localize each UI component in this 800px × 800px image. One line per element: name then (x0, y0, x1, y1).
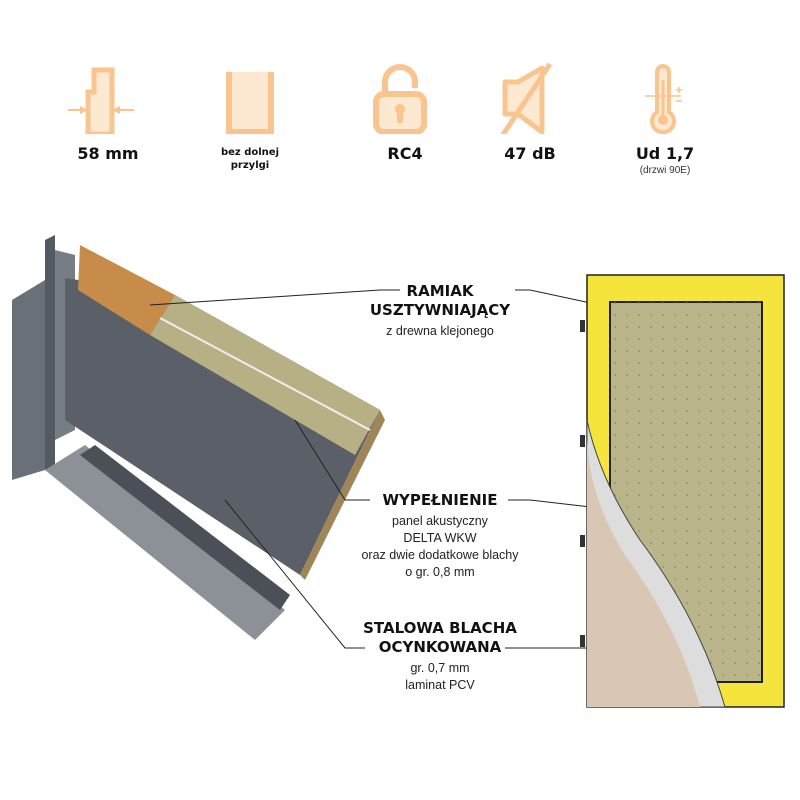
title-line: STALOWA BLACHA (363, 619, 517, 637)
door-front-diagram (580, 274, 785, 708)
desc-line: oraz dwie dodatkowe blachy (361, 548, 519, 562)
desc-line: panel akustyczny (392, 514, 488, 528)
title-line: USZTYWNIAJĄCY (369, 301, 511, 319)
feature-thickness: 58 mm (43, 62, 173, 163)
callout-desc: gr. 0,7 mm laminat PCV (330, 660, 550, 694)
glued-wood-frame (78, 245, 175, 335)
feature-sublabel: (drzwi 90E) (639, 165, 691, 176)
threshold-profile (45, 445, 290, 640)
feature-rc4: RC4 (340, 62, 470, 163)
desc-line: DELTA WKW (403, 531, 477, 545)
desc-line: o gr. 0,8 mm (405, 565, 475, 579)
no-threshold-icon (226, 72, 274, 134)
thermometer-icon (645, 64, 682, 134)
padlock-icon (373, 64, 427, 134)
leader-lines (149, 289, 661, 649)
feature-acoustic: 47 dB (465, 62, 595, 163)
title-line: OCYNKOWANA (378, 638, 502, 656)
label-line: bez dolnej (220, 147, 280, 158)
feature-label: RC4 (387, 144, 423, 163)
title-line: RAMIAK (406, 282, 474, 300)
desc-line: gr. 0,7 mm (410, 661, 470, 675)
label-line: przylgi (230, 160, 270, 171)
callout-filling: WYPEŁNIENIE panel akustyczny DELTA WKW o… (330, 491, 550, 581)
callout-title: WYPEŁNIENIE (382, 491, 498, 509)
callout-desc: z drewna klejonego (386, 324, 494, 338)
feature-thermal: Ud 1,7 (drzwi 90E) (600, 62, 730, 176)
feature-label: bez dolnej przylgi (185, 146, 315, 172)
feature-threshold: bez dolnej przylgi (185, 62, 315, 172)
thickness-icon (68, 67, 134, 134)
sound-muted-icon (500, 62, 553, 134)
callout-desc: panel akustyczny DELTA WKW oraz dwie dod… (330, 513, 550, 581)
feature-label: 58 mm (77, 144, 139, 163)
feature-label: Ud 1,7 (635, 144, 695, 163)
door-leaf-section (65, 245, 385, 580)
desc-line: laminat PCV (405, 678, 475, 692)
feature-label: 47 dB (504, 144, 556, 163)
